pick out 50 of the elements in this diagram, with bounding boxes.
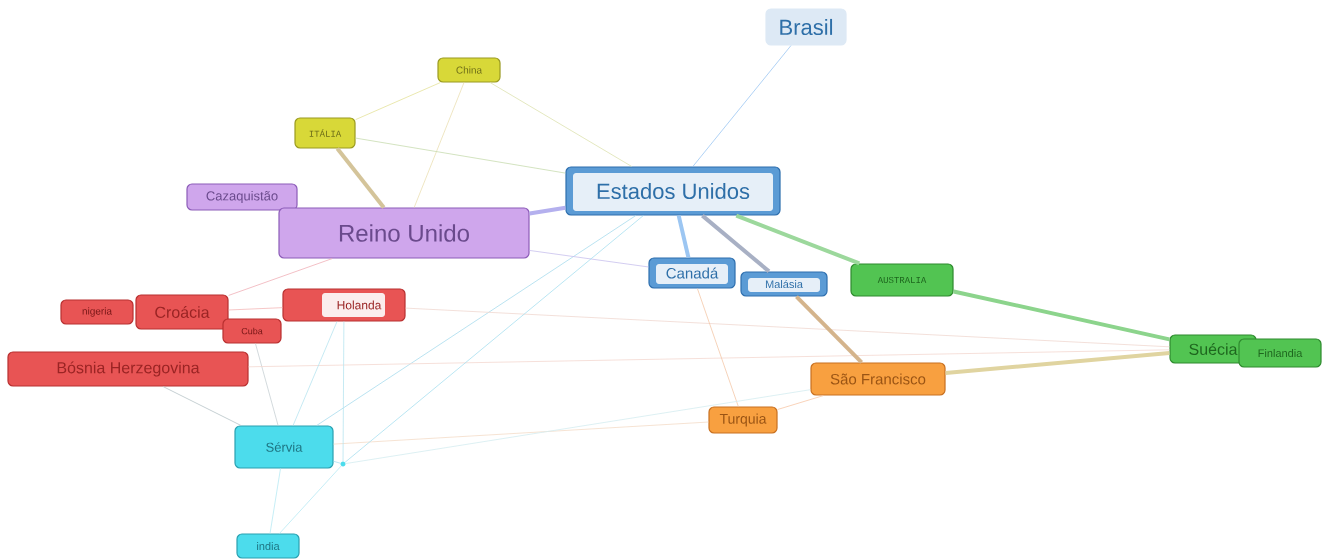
country-box: Holanda — [282, 288, 406, 322]
connector-line — [255, 343, 279, 426]
connector-line — [953, 289, 1170, 342]
connector-line — [692, 45, 792, 167]
connector-line — [529, 250, 649, 268]
connector-line — [248, 349, 1170, 368]
country-box: China — [437, 57, 501, 83]
connector-line — [795, 295, 864, 364]
country-box: Sérvia — [234, 425, 334, 469]
connector-line — [413, 82, 465, 208]
country-box: Malásia — [740, 271, 828, 297]
connector-line — [701, 214, 771, 273]
country-box: Cazaquistão — [186, 183, 298, 211]
connector-line — [489, 82, 632, 167]
connector-line — [333, 421, 709, 445]
connector-line — [292, 321, 338, 426]
connector-line — [697, 288, 739, 407]
connector-line — [333, 460, 341, 464]
country-box: Finlandia — [1238, 338, 1322, 368]
connector-line — [162, 386, 242, 426]
country-box: AUSTRALIA — [850, 263, 954, 297]
connector-line — [529, 205, 566, 216]
country-box: Bósnia Herzegovina — [7, 351, 249, 387]
connector-line — [676, 215, 691, 258]
country-box: Croácia — [135, 294, 229, 330]
connector-line — [316, 215, 637, 426]
country-box: São Francisco — [810, 362, 946, 396]
connector-line — [344, 215, 644, 463]
country-box: Canadá — [648, 257, 736, 289]
connector-line — [355, 137, 566, 174]
country-box: Turquia — [708, 406, 778, 434]
country-box: Reino Unido — [278, 207, 530, 259]
country-box: Estados Unidos — [565, 166, 781, 216]
connector-line — [777, 395, 824, 410]
connector-line — [345, 389, 811, 464]
country-box: Brasil — [765, 8, 847, 46]
country-box: ITÁLIA — [294, 117, 356, 149]
connector-line — [335, 147, 386, 209]
connector-line — [269, 468, 281, 534]
connector-line — [355, 82, 441, 121]
country-box: nigeria — [60, 299, 134, 325]
connector-line — [945, 350, 1170, 375]
connector-line — [279, 465, 342, 534]
connector-line — [735, 213, 861, 266]
connector-line — [405, 307, 1170, 348]
connector-line — [228, 307, 283, 311]
country-box: Cuba — [222, 318, 282, 344]
connector-line — [228, 258, 333, 296]
country-box: india — [236, 533, 300, 559]
connector-line — [342, 321, 345, 462]
